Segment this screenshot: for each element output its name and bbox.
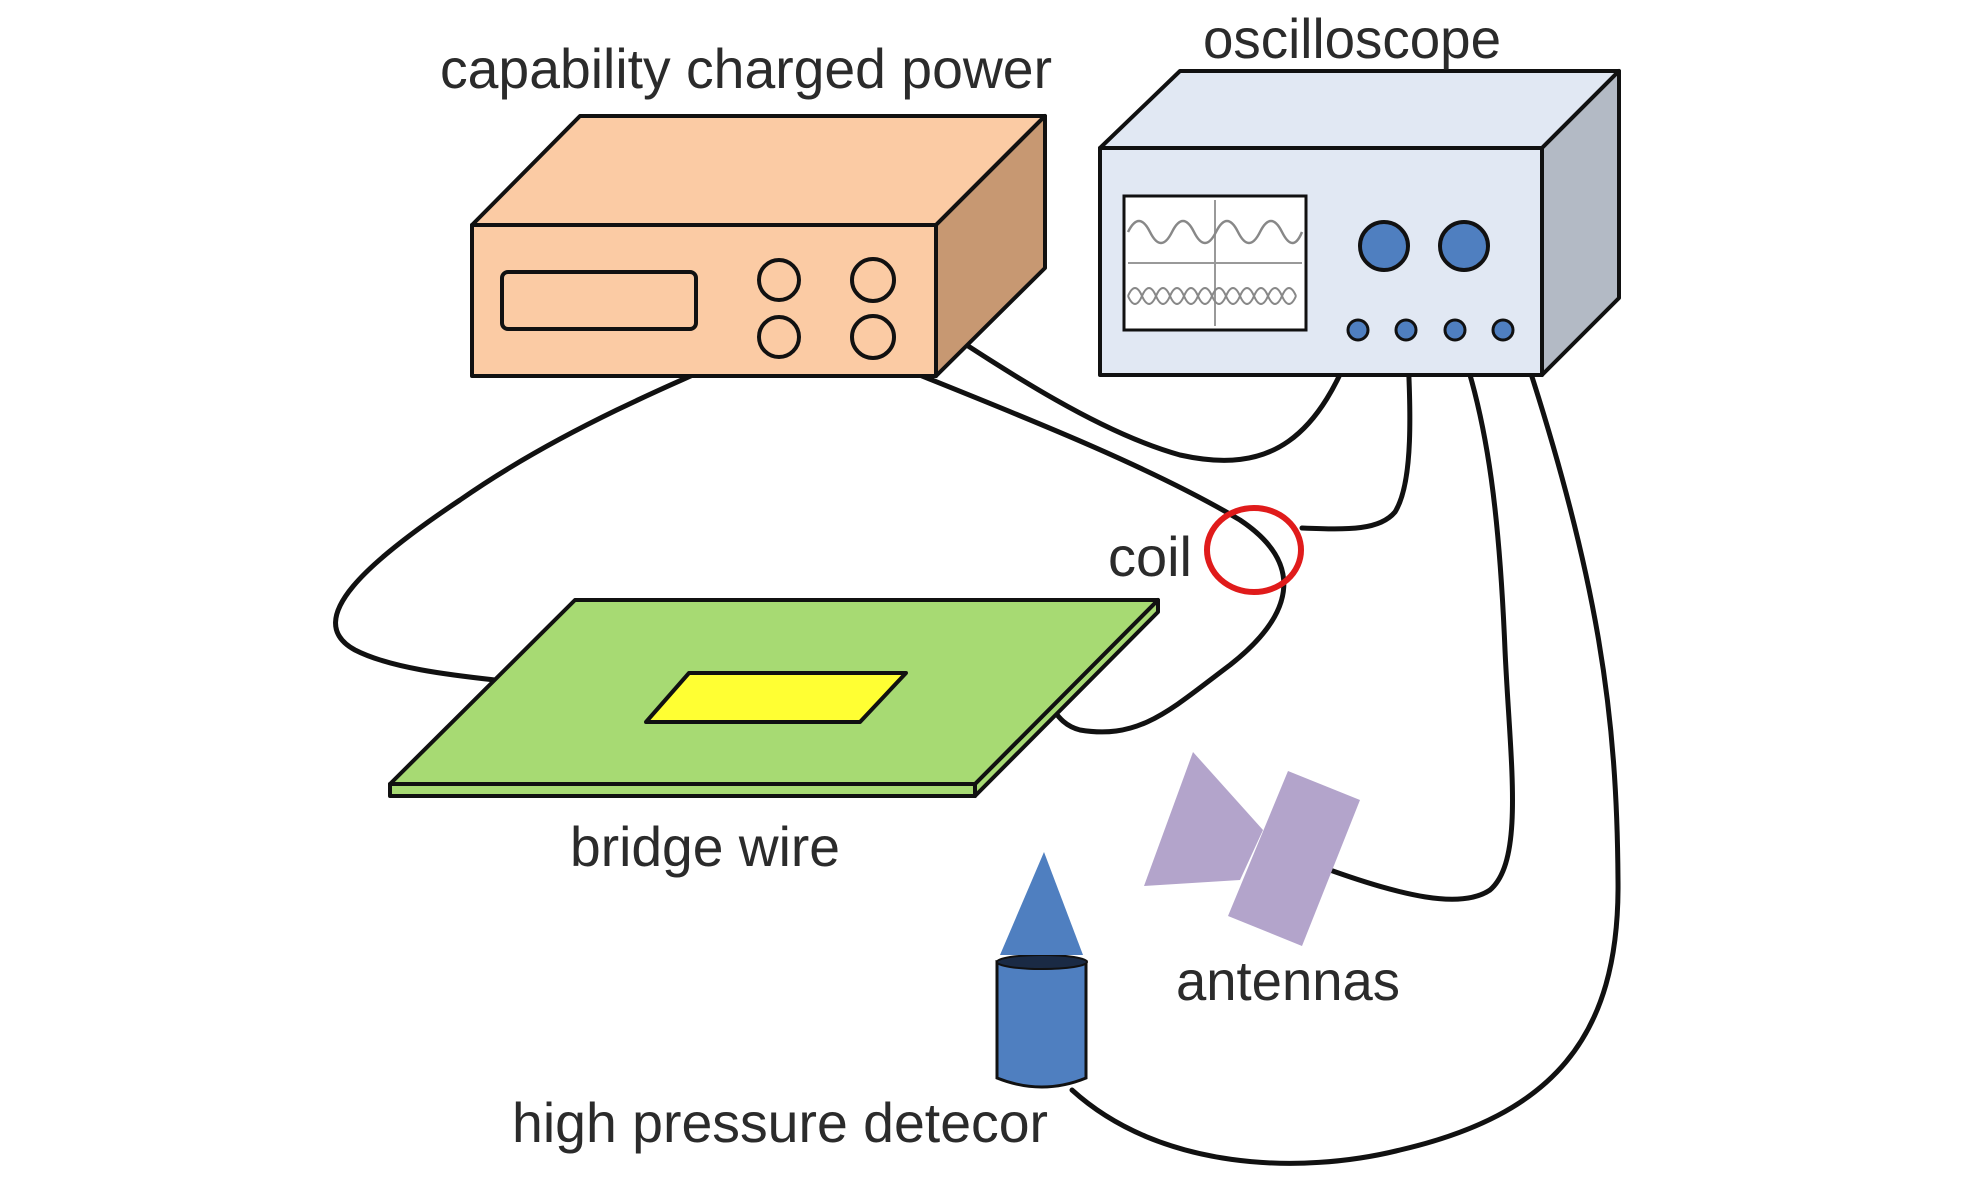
oscilloscope-probe-3 (1443, 318, 1467, 342)
bridge-wire-chip (644, 671, 908, 724)
wire-power-to-board-left (333, 337, 778, 683)
label-pressure-detector: high pressure detecor (512, 1091, 1048, 1154)
oscilloscope-screen (1122, 194, 1308, 332)
detector-body-top (996, 954, 1088, 970)
wire-power-through-coil-to-board (867, 352, 1287, 735)
oscilloscope-knob-right (1438, 220, 1490, 272)
antenna-horn-left (1144, 752, 1263, 886)
coil-ring (1204, 505, 1304, 595)
power-supply-display (500, 270, 698, 331)
oscilloscope-top-face (1098, 69, 1621, 150)
pressure-detector (995, 852, 1088, 1089)
oscilloscope-probe-2 (1394, 318, 1418, 342)
wire-coil-to-scope-probe-2 (1299, 329, 1413, 532)
antennas (1144, 752, 1360, 946)
label-power-supply: capability charged power (440, 37, 1052, 100)
power-terminal-bottom-right (850, 314, 896, 360)
wire-power-to-scope-probe-1 (887, 292, 1361, 463)
oscilloscope-probe-4 (1491, 318, 1515, 342)
label-oscilloscope: oscilloscope (1203, 7, 1501, 70)
bridge-wire-board (388, 598, 1160, 798)
detector-cone (1000, 852, 1083, 955)
labels: capability charged power oscilloscope co… (440, 7, 1501, 1154)
label-coil: coil (1108, 525, 1192, 588)
waveform-trace-1 (1126, 219, 1304, 245)
label-antennas: antennas (1176, 949, 1400, 1012)
waveform-trace-3 (1127, 287, 1297, 305)
oscilloscope-probe-1 (1346, 318, 1370, 342)
oscilloscope (1098, 69, 1621, 377)
power-terminal-top-left (757, 258, 801, 302)
label-bridge-wire: bridge wire (570, 815, 840, 878)
oscilloscope-knob-left (1358, 220, 1410, 272)
wire-detector-to-scope-probe-4 (1069, 337, 1621, 1166)
wires (333, 292, 1621, 1166)
wire-antennas-to-scope-probe-3 (1327, 327, 1515, 902)
power-terminal-bottom-left (757, 315, 801, 359)
power-terminal-top-right (850, 257, 896, 303)
power-supply (470, 114, 1047, 378)
antenna-plate-right (1228, 771, 1360, 946)
detector-body (995, 959, 1088, 1089)
